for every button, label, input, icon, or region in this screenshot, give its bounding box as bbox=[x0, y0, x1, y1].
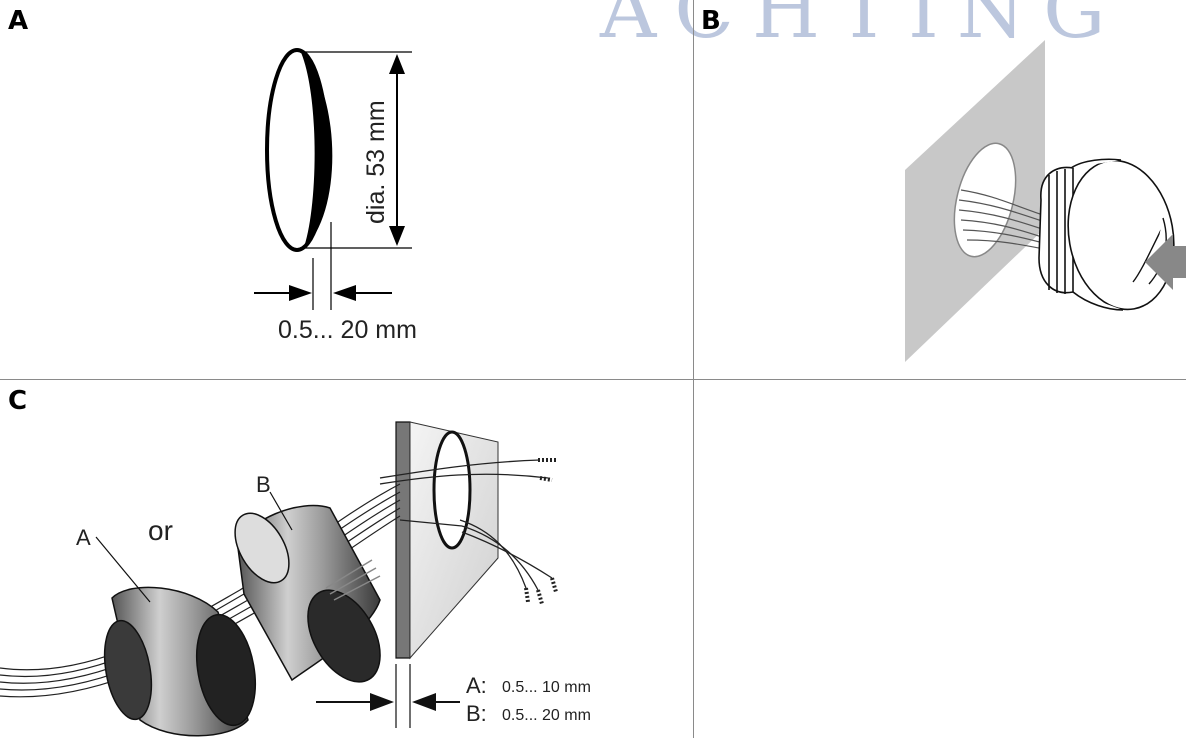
gland-nut-b bbox=[234, 504, 381, 683]
panel-a: A dia. 53 mm 0.5.. bbox=[0, 0, 693, 380]
range-a-key: A: bbox=[466, 673, 487, 698]
push-arrow bbox=[1145, 234, 1186, 290]
panel-hole bbox=[432, 430, 472, 550]
vertical-divider bbox=[693, 0, 694, 738]
wall-thickness-arrows bbox=[316, 693, 460, 711]
diameter-label: dia. 53 mm bbox=[362, 100, 390, 224]
range-a-value: 0.5... 10 mm bbox=[502, 679, 591, 696]
range-b-value: 0.5... 20 mm bbox=[502, 707, 591, 724]
panel-edge bbox=[395, 421, 411, 659]
gland-nut-a bbox=[103, 586, 256, 737]
diameter-arrow bbox=[389, 54, 405, 246]
thickness-label: 0.5... 20 mm bbox=[278, 316, 417, 344]
panel-hole bbox=[953, 142, 1017, 258]
panel-b-drawing bbox=[905, 40, 1186, 362]
panel-c-letter: C bbox=[8, 386, 28, 416]
horizontal-divider bbox=[0, 379, 1186, 380]
cable-gland bbox=[1038, 158, 1175, 311]
cable-bundle bbox=[0, 483, 401, 698]
panel-c-drawing: A or B A: 0.5... 10 mm B: 0.5... 20 mm bbox=[0, 421, 591, 737]
leader-b bbox=[269, 491, 293, 531]
thickness-arrows bbox=[254, 285, 392, 301]
leader-a bbox=[95, 536, 151, 603]
panel-b-letter: B bbox=[701, 6, 721, 36]
part-b-label: B bbox=[256, 472, 271, 497]
watermark: ACHTING bbox=[600, 0, 1124, 56]
or-label: or bbox=[148, 515, 173, 546]
cutout-ring-shape bbox=[265, 48, 333, 252]
range-b-key: B: bbox=[466, 701, 487, 726]
panel-b: B bbox=[693, 0, 1186, 380]
wire-ends bbox=[524, 458, 558, 605]
panel-c: C bbox=[0, 380, 693, 738]
panel-d-empty bbox=[693, 380, 1186, 738]
panel-a-drawing: dia. 53 mm 0.5... 20 mm bbox=[254, 48, 417, 344]
part-a-label: A bbox=[76, 525, 91, 550]
cables-through-panel bbox=[379, 459, 553, 591]
panel-a-letter: A bbox=[8, 6, 29, 36]
